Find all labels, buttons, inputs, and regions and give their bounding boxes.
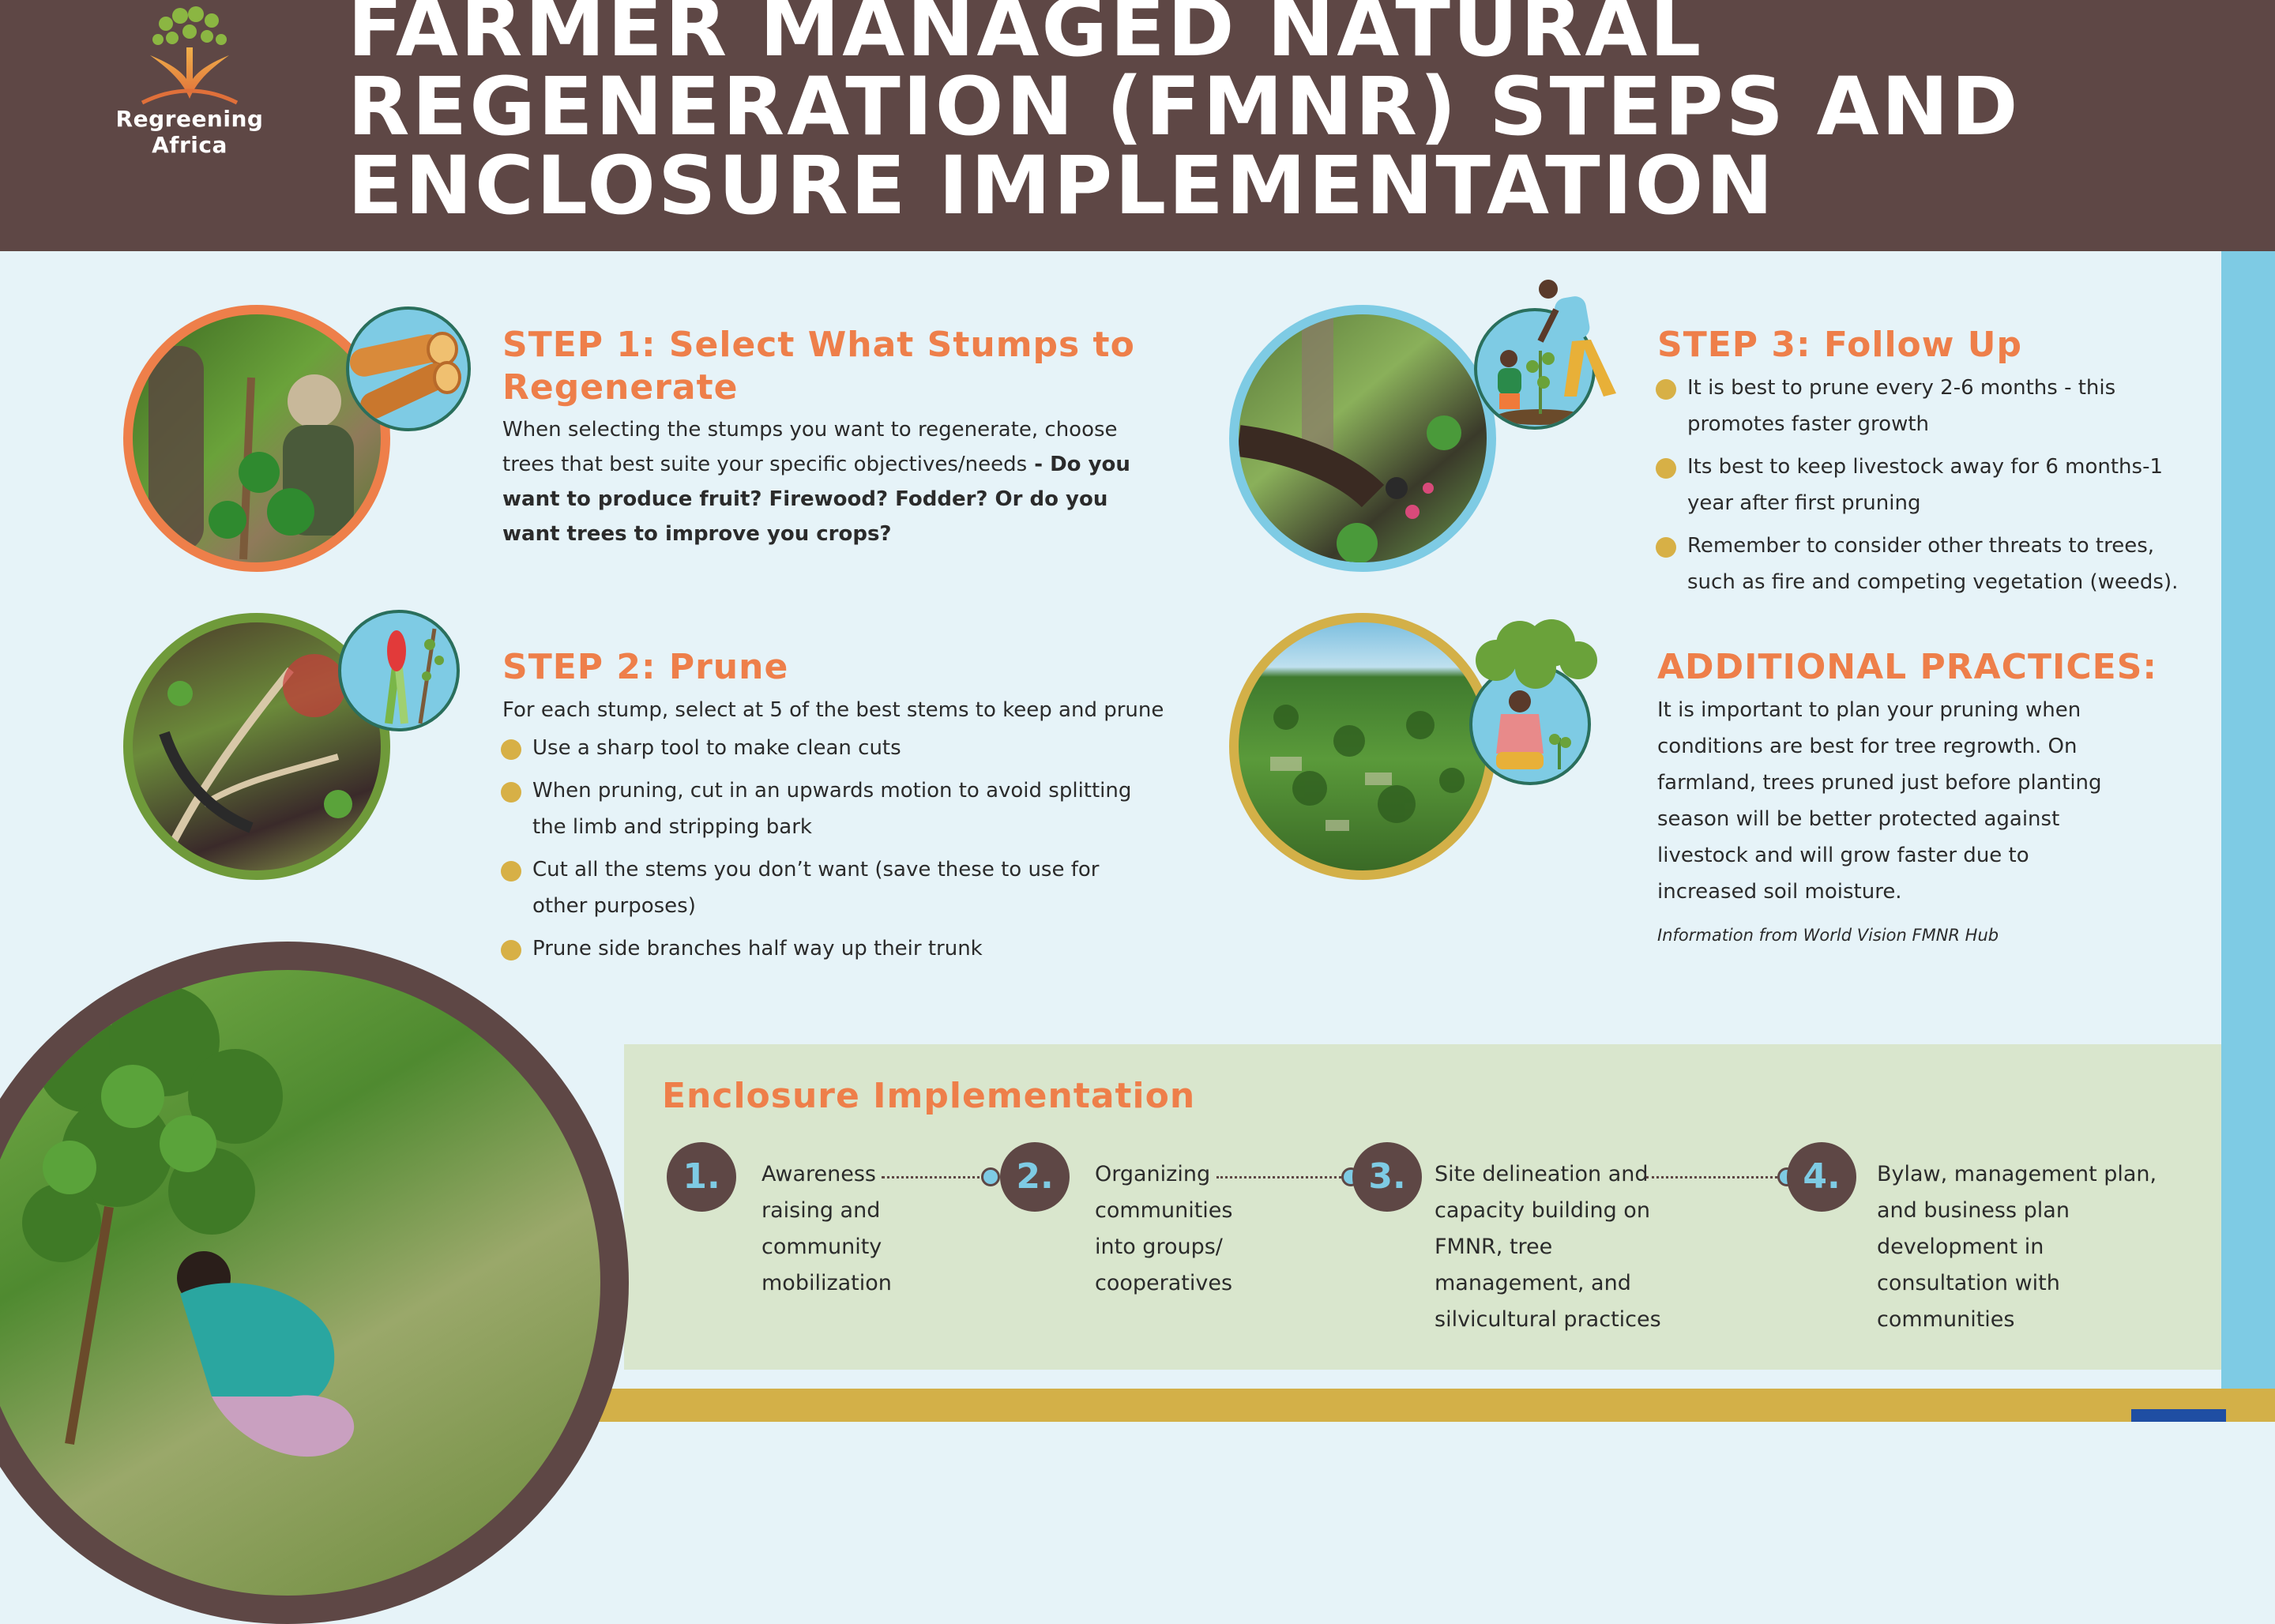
bullet-dot-icon: [1656, 379, 1676, 400]
list-item: It is best to prune every 2-6 months - t…: [1656, 370, 2209, 442]
farmers-tending-stump-icon: [149, 346, 354, 560]
enclosure-step-number: 4.: [1787, 1142, 1856, 1212]
step2-bullet-list: Use a sharp tool to make clean cuts When…: [501, 730, 1149, 973]
additional-practices-photo: [1229, 613, 1496, 880]
title-line-2: REGENERATION (FMNR) STEPS AND: [348, 60, 2021, 154]
standing-person-illustration-icon: [1537, 280, 1616, 397]
pruning-branches-icon: [159, 654, 352, 862]
logo-text: Regreening Africa: [115, 106, 264, 158]
enclosure-step-number: 2.: [1000, 1142, 1070, 1212]
tree-canopy-illustration-icon: [1476, 619, 1597, 689]
step1-wood-illustration: [346, 306, 471, 431]
step1-body: When selecting the stumps you want to re…: [502, 412, 1158, 551]
step1-heading-line2: Regenerate: [502, 367, 739, 408]
right-accent-bar: [2221, 251, 2275, 1389]
enclosure-step-text: Bylaw, management plan, and business pla…: [1877, 1162, 2157, 1332]
bullet-dot-icon: [501, 739, 521, 760]
header-banner: Regreening Africa FARMER MANAGED NATURAL…: [0, 0, 2275, 251]
list-item: Its best to keep livestock away for 6 mo…: [1656, 449, 2209, 521]
bullet-dot-icon: [501, 861, 521, 882]
step-connector: [1646, 1176, 1787, 1179]
additional-practices-heading: ADDITIONAL PRACTICES:: [1657, 647, 2157, 687]
connector-dot-icon: [981, 1167, 1000, 1186]
page-title: FARMER MANAGED NATURAL REGENERATION (FMN…: [348, 0, 2243, 233]
enclosure-step-text: Awareness raising and community mobiliza…: [761, 1162, 892, 1295]
list-item: Remember to consider other threats to tr…: [1656, 528, 2209, 600]
title-line-3: ENCLOSURE IMPLEMENTATION: [348, 139, 1776, 233]
list-item: Cut all the stems you don’t want (save t…: [501, 851, 1149, 924]
eu-flag-icon: [2131, 1409, 2226, 1422]
woman-working-photo: [0, 942, 629, 1624]
bullet-dot-icon: [501, 782, 521, 803]
step3-bullet-list: It is best to prune every 2-6 months - t…: [1656, 370, 2209, 607]
enclosure-step-text: Organizing communities into groups/ coop…: [1095, 1162, 1233, 1295]
enclosure-panel: [624, 1044, 2221, 1370]
enclosure-step-number: 3.: [1352, 1142, 1422, 1212]
step1-body-bold: - Do you want to produce fruit? Firewood…: [502, 453, 1130, 546]
regreening-africa-logo-icon: [141, 6, 239, 105]
enclosure-step-text: Site delineation and capacity building o…: [1435, 1162, 1661, 1332]
bullet-dot-icon: [1656, 458, 1676, 479]
step2-heading: STEP 2: Prune: [502, 647, 789, 687]
step1-heading: STEP 1: Select What Stumps to Regenerate: [502, 324, 1135, 409]
person-tending-seedling-icon: [1496, 690, 1571, 769]
additional-practices-body: It is important to plan your pruning whe…: [1657, 698, 2102, 904]
step1-heading-line1: STEP 1: Select What Stumps to: [502, 325, 1135, 365]
hands-pruning-plant-icon: [1239, 314, 1461, 562]
step-connector: [1216, 1176, 1351, 1179]
person-planting-tree-icon: [1496, 350, 1585, 425]
aerial-landscape-icon: [1270, 705, 1465, 831]
step2-shears-illustration: [338, 610, 460, 731]
source-citation: Information from World Vision FMNR Hub: [1657, 926, 1999, 945]
bullet-dot-icon: [501, 940, 521, 960]
enclosure-title: Enclosure Implementation: [662, 1076, 1196, 1116]
list-item: When pruning, cut in an upwards motion t…: [501, 773, 1149, 845]
title-line-1: FARMER MANAGED NATURAL: [348, 0, 1704, 75]
woman-tending-tree-icon: [22, 986, 355, 1457]
list-item: Use a sharp tool to make clean cuts: [501, 730, 1149, 766]
step1-body-intro: When selecting the stumps you want to re…: [502, 418, 1118, 476]
step3-heading: STEP 3: Follow Up: [1657, 325, 2022, 365]
bullet-dot-icon: [1656, 537, 1676, 558]
step2-intro: For each stump, select at 5 of the best …: [502, 698, 1164, 722]
firewood-logs-icon: [349, 332, 461, 419]
list-item: Prune side branches half way up their tr…: [501, 930, 1149, 967]
enclosure-step-number: 1.: [667, 1142, 736, 1212]
step3-photo: [1229, 305, 1496, 572]
pruning-shears-icon: [385, 628, 444, 724]
step-connector: [882, 1176, 991, 1179]
